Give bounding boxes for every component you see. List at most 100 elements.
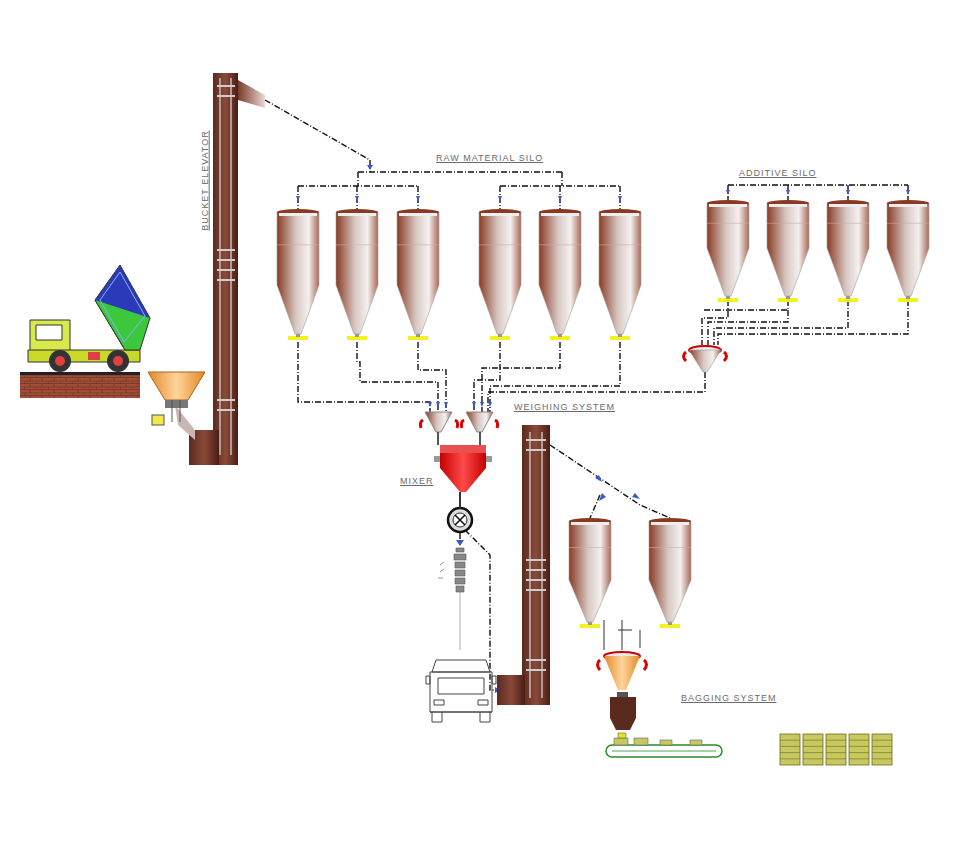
conveyor-lines [265, 100, 908, 690]
bag-row [803, 752, 823, 753]
silo [397, 209, 439, 340]
silo-outlet [355, 334, 359, 337]
silo-seam [277, 244, 319, 245]
silo-rim [829, 204, 867, 207]
silo-outlet [846, 296, 850, 299]
silo-outlet [588, 622, 592, 625]
flow-arrows [296, 165, 910, 693]
silo-rim [279, 213, 317, 216]
silo-outlet [618, 334, 622, 337]
silo-seam [767, 223, 809, 224]
bag-row [849, 746, 869, 747]
part-label: RAW MATERIAL SILO [435, 153, 544, 164]
silo-rim [769, 204, 807, 207]
silo-outlet [416, 334, 420, 337]
silo-body [397, 212, 439, 334]
silo-rim [889, 204, 927, 207]
silo-seam [569, 547, 611, 548]
silo-seam [827, 223, 869, 224]
bag-row [872, 746, 892, 747]
silo [827, 200, 869, 302]
silo-top [336, 209, 378, 215]
silo-body [539, 212, 581, 334]
silo-rim [399, 213, 437, 216]
bag-row [872, 752, 892, 753]
silo-top [827, 200, 869, 206]
silo-body [277, 212, 319, 334]
pallet [780, 734, 800, 765]
silo [887, 200, 929, 302]
silo-seam [707, 223, 749, 224]
bag-row [803, 746, 823, 747]
silo-rim [541, 213, 579, 216]
silo [649, 518, 691, 628]
silo-outlet [906, 296, 910, 299]
silo-body [767, 203, 809, 296]
silo-body [649, 521, 691, 622]
silo-top [539, 209, 581, 215]
silo-seam [649, 547, 691, 548]
vertical-label: BUCKET ELEVATOR [199, 129, 210, 231]
bag-row [780, 740, 800, 741]
bag-row [849, 740, 869, 741]
part-label: WEIGHING SYSTEM [513, 402, 616, 413]
silo-top [397, 209, 439, 215]
bag-row [803, 758, 823, 759]
pallet [872, 734, 892, 765]
silo [767, 200, 809, 302]
silo-body [479, 212, 521, 334]
silo-body [569, 521, 611, 622]
receiving-hopper [148, 372, 205, 425]
pallet [826, 734, 846, 765]
bag-pallets [780, 734, 892, 765]
second-elevator [497, 425, 550, 705]
silo-top [767, 200, 809, 206]
silo-rim [571, 522, 609, 525]
silo-seam [336, 244, 378, 245]
silo-body [887, 203, 929, 296]
silo-outlet [558, 334, 562, 337]
bag-row [872, 740, 892, 741]
silo-seam [539, 244, 581, 245]
silo-rim [338, 213, 376, 216]
silo-outlet [498, 334, 502, 337]
silo-top [599, 209, 641, 215]
bag-row [849, 758, 869, 759]
silo [569, 518, 611, 628]
silo-outlet [668, 622, 672, 625]
silo-seam [887, 223, 929, 224]
additive-weigh-hopper [684, 346, 727, 372]
silo-top [887, 200, 929, 206]
silo [599, 209, 641, 340]
silo [707, 200, 749, 302]
bag-row [849, 752, 869, 753]
bag-row [780, 752, 800, 753]
silo-top [707, 200, 749, 206]
silo-body [827, 203, 869, 296]
bagging-machine [598, 620, 723, 757]
silo-outlet [726, 296, 730, 299]
silo-rim [651, 522, 689, 525]
silo-body [599, 212, 641, 334]
bag-row [780, 746, 800, 747]
bag-row [872, 758, 892, 759]
bag-row [826, 758, 846, 759]
silo [336, 209, 378, 340]
part-label: MIXER [399, 476, 435, 487]
silo-rim [481, 213, 519, 216]
feeders-and-mixer [420, 412, 497, 650]
silo-body [336, 212, 378, 334]
part-label: BAGGING SYSTEM [680, 693, 778, 704]
bucket-elevator [175, 73, 265, 465]
silo-outlet [296, 334, 300, 337]
silo-rim [709, 204, 747, 207]
part-label: ADDITIVE SILO [738, 168, 818, 179]
pallet [803, 734, 823, 765]
pallet [849, 734, 869, 765]
silo-top [479, 209, 521, 215]
bulk-truck [426, 660, 496, 722]
silo-outlet [786, 296, 790, 299]
bag-row [803, 740, 823, 741]
dump-truck [20, 265, 150, 398]
